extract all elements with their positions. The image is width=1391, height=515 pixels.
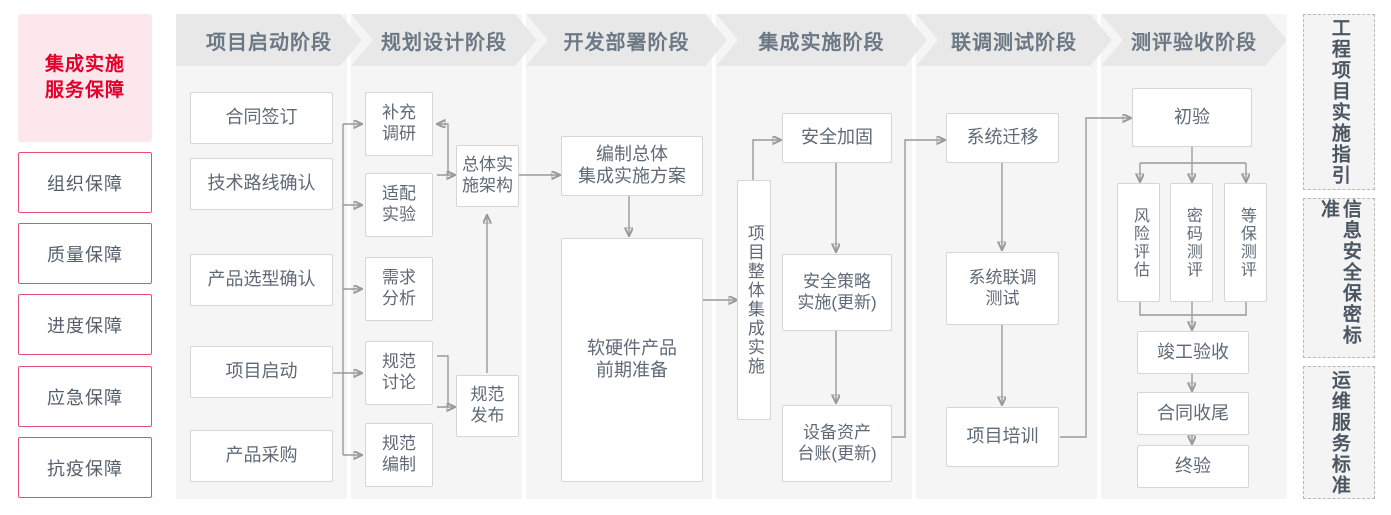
node-product-purchase[interactable]: 产品采购 xyxy=(190,430,333,482)
phase-header-6[interactable]: 测评验收阶段 xyxy=(1101,14,1287,66)
guarantee-item-organization[interactable]: 组织保障 xyxy=(18,152,152,213)
phase-header-3[interactable]: 开发部署阶段 xyxy=(526,14,727,66)
node-label-line1: 规范 xyxy=(470,385,505,405)
node-overall-plan[interactable]: 编制总体 集成实施方案 xyxy=(561,136,703,196)
node-final-acceptance[interactable]: 终验 xyxy=(1137,445,1249,488)
node-label-line1: 系统联调 xyxy=(968,267,1037,287)
node-contract-sign[interactable]: 合同签订 xyxy=(190,92,333,144)
node-contract-closure[interactable]: 合同收尾 xyxy=(1137,392,1249,435)
node-label-line1: 设备资产 xyxy=(802,422,871,442)
node-hw-sw-prepare[interactable]: 软硬件产品 前期准备 xyxy=(561,238,703,482)
guarantee-title-card: 集成实施 服务保障 xyxy=(18,14,152,142)
node-spec-discussion[interactable]: 规范 讨论 xyxy=(365,341,433,405)
node-supplement-research[interactable]: 补充 调研 xyxy=(365,92,433,156)
node-label-line2: 讨论 xyxy=(382,373,416,392)
node-adapt-experiment[interactable]: 适配 实验 xyxy=(365,173,433,237)
node-mlps-evaluation[interactable]: 等保测评 xyxy=(1224,183,1267,302)
guarantee-item-quality[interactable]: 质量保障 xyxy=(18,223,152,284)
standard-ops-service[interactable]: 运维服务标准 xyxy=(1303,366,1375,499)
node-label-line2: 发布 xyxy=(470,406,505,425)
node-spec-release[interactable]: 规范 发布 xyxy=(456,375,519,437)
node-label-line1: 安全策略 xyxy=(802,271,871,291)
phase-header-1[interactable]: 项目启动阶段 xyxy=(176,14,362,66)
node-label-line2: 前期准备 xyxy=(596,360,668,380)
node-crypto-evaluation[interactable]: 密码测评 xyxy=(1170,183,1213,302)
node-security-policy[interactable]: 安全策略 实施(更新) xyxy=(782,254,892,331)
node-product-selection[interactable]: 产品选型确认 xyxy=(190,254,333,306)
node-overall-integration[interactable]: 项目整体集成实施 xyxy=(737,180,771,420)
guarantee-item-emergency[interactable]: 应急保障 xyxy=(18,366,152,427)
node-label-line1: 编制总体 xyxy=(596,144,668,165)
node-label-line1: 规范 xyxy=(382,434,416,454)
node-asset-ledger[interactable]: 设备资产 台账(更新) xyxy=(782,405,892,482)
node-label-line1: 规范 xyxy=(382,352,416,372)
node-label-line2: 集成实施方案 xyxy=(578,166,686,186)
standard-infosec[interactable]: 信息安全保密标准 xyxy=(1303,198,1375,358)
node-label-line1: 总体实 xyxy=(462,155,513,175)
node-label-line2: 实验 xyxy=(382,205,416,224)
phase-header-5[interactable]: 联调测试阶段 xyxy=(916,14,1112,66)
phase-header-2[interactable]: 规划设计阶段 xyxy=(351,14,537,66)
node-label-line2: 编制 xyxy=(382,455,416,474)
node-label-line1: 需求 xyxy=(382,268,416,288)
node-tech-route-confirm[interactable]: 技术路线确认 xyxy=(190,158,333,210)
node-label-line1: 补充 xyxy=(382,103,416,123)
node-system-joint-test[interactable]: 系统联调 测试 xyxy=(946,252,1059,325)
guarantee-item-schedule[interactable]: 进度保障 xyxy=(18,294,152,355)
guarantee-title-line2: 服务保障 xyxy=(44,80,125,101)
node-label-line2: 测试 xyxy=(985,288,1020,308)
node-label-line2: 实施(更新) xyxy=(797,292,877,312)
node-system-migration[interactable]: 系统迁移 xyxy=(946,113,1059,163)
node-label-line2: 调研 xyxy=(382,124,416,143)
node-requirement-analysis[interactable]: 需求 分析 xyxy=(365,257,433,321)
node-initial-acceptance[interactable]: 初验 xyxy=(1132,88,1252,147)
node-label-line2: 台账(更新) xyxy=(797,443,877,463)
node-label-line2: 施架构 xyxy=(462,176,513,195)
guarantee-item-epidemic[interactable]: 抗疫保障 xyxy=(18,437,152,498)
node-label-line2: 分析 xyxy=(382,289,416,308)
node-spec-drafting[interactable]: 规范 编制 xyxy=(365,423,433,487)
node-project-training[interactable]: 项目培训 xyxy=(946,407,1059,467)
standard-engineering-guide[interactable]: 工程项目实施指引 xyxy=(1303,14,1375,190)
node-risk-assessment[interactable]: 风险评估 xyxy=(1117,183,1160,302)
node-label-line1: 软硬件产品 xyxy=(587,338,677,359)
node-label-line1: 适配 xyxy=(382,184,416,204)
node-project-kickoff[interactable]: 项目启动 xyxy=(190,346,333,398)
node-security-hardening[interactable]: 安全加固 xyxy=(782,113,892,163)
node-completion-acceptance[interactable]: 竣工验收 xyxy=(1137,331,1249,374)
node-overall-architecture[interactable]: 总体实 施架构 xyxy=(456,145,519,207)
phase-header-4[interactable]: 集成实施阶段 xyxy=(716,14,927,66)
guarantee-title-line1: 集成实施 xyxy=(44,54,125,75)
